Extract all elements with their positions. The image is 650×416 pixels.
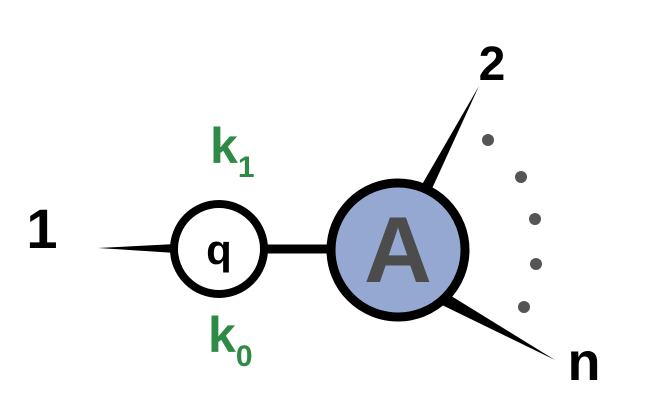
blob-a <box>326 178 470 322</box>
vertex-q <box>170 200 268 298</box>
momentum-k1-base: k <box>210 118 238 174</box>
momentum-k0-label: k0 <box>208 307 253 373</box>
vertex-q-label: q <box>206 226 232 273</box>
ellipsis-dot <box>482 134 494 146</box>
leg-2-label: 2 <box>479 38 506 91</box>
leg-2-line <box>420 86 479 193</box>
momentum-k1-label: k1 <box>210 118 255 184</box>
leg-n-label: n <box>568 332 601 392</box>
ellipsis-dots <box>482 134 542 313</box>
ellipsis-dot <box>515 171 527 183</box>
leg-n-line <box>442 294 555 360</box>
leg-1-line <box>98 244 176 253</box>
momentum-k0-base: k <box>208 307 236 363</box>
blob-a-label: A <box>364 197 432 302</box>
momentum-k0-subscript: 0 <box>236 340 253 373</box>
momentum-k1-subscript: 1 <box>238 151 255 184</box>
ellipsis-dot <box>518 301 530 313</box>
ellipsis-dot <box>530 258 542 270</box>
leg-1-label: 1 <box>26 197 57 260</box>
ellipsis-dot <box>529 213 541 225</box>
